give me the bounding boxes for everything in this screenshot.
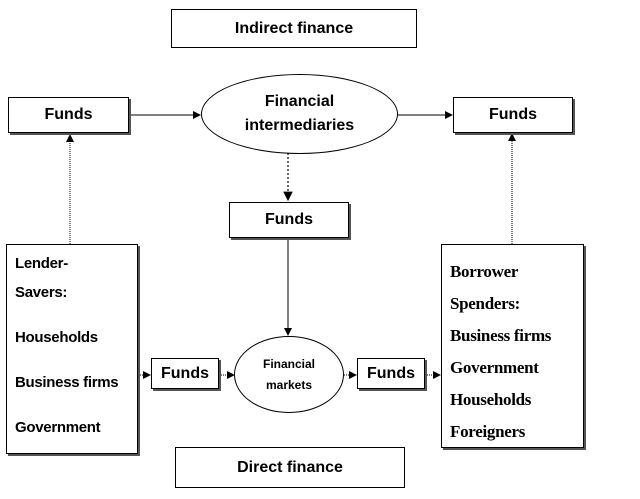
- lender-business-firms: Business firms: [15, 374, 119, 391]
- borrower-government: Government: [450, 358, 539, 377]
- funds-bottom-right-box: Funds: [357, 358, 425, 389]
- lender-households: Households: [15, 329, 98, 346]
- funds-left-box: Funds: [8, 97, 129, 133]
- savers-label: Savers:: [15, 284, 68, 301]
- lender-savers-box: Lender- Savers: Households Business firm…: [6, 244, 138, 454]
- borrower-spenders-box: Borrower Spenders: Business firms Govern…: [441, 244, 584, 448]
- indirect-finance-title: Indirect finance: [171, 9, 417, 48]
- lender-label: Lender-: [15, 255, 68, 272]
- financial-markets-node: Financial markets: [234, 336, 344, 413]
- funds-middle-box: Funds: [229, 202, 349, 238]
- borrower-business-firms: Business firms: [450, 326, 552, 345]
- borrower-households: Households: [450, 390, 532, 409]
- borrower-label: Borrower: [450, 262, 519, 281]
- spenders-label: Spenders:: [450, 294, 521, 313]
- financial-intermediaries-node: Financial intermediaries: [201, 74, 398, 154]
- borrower-foreigners: Foreigners: [450, 422, 526, 441]
- funds-bottom-left-box: Funds: [151, 358, 219, 389]
- direct-finance-title: Direct finance: [175, 447, 405, 488]
- lender-government: Government: [15, 419, 101, 436]
- funds-right-box: Funds: [453, 97, 573, 133]
